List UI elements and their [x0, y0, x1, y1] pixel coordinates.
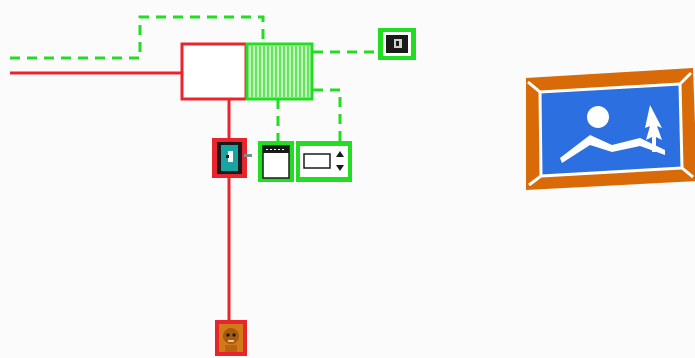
window-frame-icon[interactable]	[258, 141, 294, 182]
dark-widget-icon[interactable]	[378, 28, 416, 60]
striped-green-box-icon[interactable]	[245, 42, 314, 101]
select-spinner-icon[interactable]	[296, 141, 352, 182]
door-device-icon[interactable]	[212, 138, 252, 178]
link-to-spinner	[313, 88, 342, 141]
red-links	[10, 71, 231, 320]
empty-red-box-icon[interactable]	[180, 42, 248, 101]
green-dashed-links	[10, 15, 380, 141]
landscape-picture-icon[interactable]	[526, 68, 695, 190]
link-left-dashed	[10, 15, 265, 60]
avatar-icon[interactable]	[215, 320, 247, 356]
